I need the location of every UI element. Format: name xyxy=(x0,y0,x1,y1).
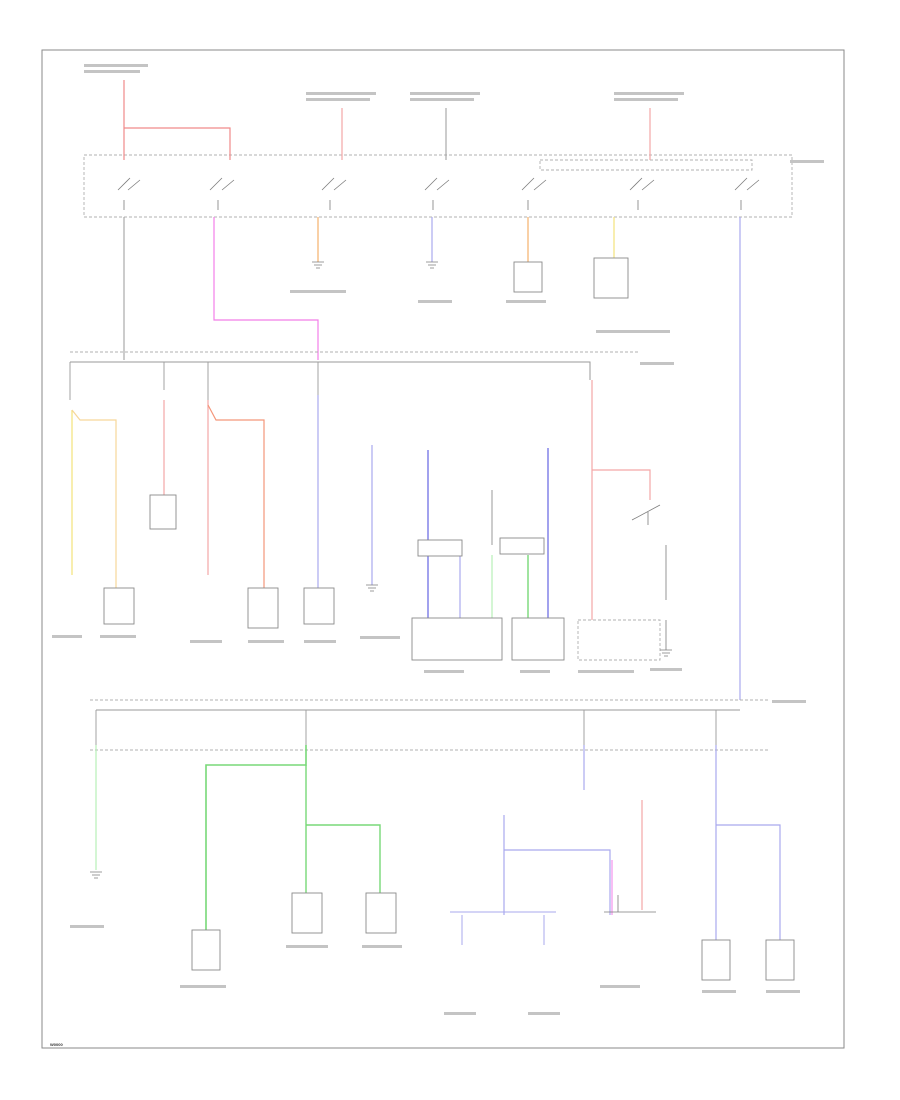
component-box-6 xyxy=(303,587,335,625)
component-box-1 xyxy=(513,261,543,293)
component-box-11 xyxy=(765,939,795,981)
wire-lavender-bottom-4 xyxy=(450,911,556,945)
component-box-7 xyxy=(191,929,221,971)
ignition-switch-inner-box xyxy=(539,159,753,171)
switch-symbol-right xyxy=(631,504,667,650)
fuse-panel-bus-bar xyxy=(70,361,591,380)
component-box-8 xyxy=(291,892,323,934)
ground-symbol-2 xyxy=(426,261,438,269)
battery-feed-wire-red xyxy=(123,80,231,160)
ignition-switch-box xyxy=(83,154,793,218)
component-box-9 xyxy=(365,892,397,934)
ground-symbol-1 xyxy=(312,261,324,269)
component-box-2 xyxy=(593,257,629,299)
ground-symbol-5 xyxy=(90,871,102,879)
ground-symbol-3 xyxy=(366,584,378,592)
component-box-10 xyxy=(701,939,731,981)
ignition-switch-contacts xyxy=(117,177,760,210)
wire-light-red-long xyxy=(591,380,651,620)
component-box-4 xyxy=(103,587,135,625)
relay-symbol-bottom xyxy=(604,895,656,913)
diagram-frame xyxy=(41,49,845,1049)
module-box-2 xyxy=(511,617,565,661)
switch-output-pink xyxy=(213,217,319,360)
relay-box-1 xyxy=(417,539,463,557)
page-code: W0000 xyxy=(50,1042,63,1047)
wire-cream xyxy=(71,409,117,590)
relay-box-2 xyxy=(499,537,545,555)
component-box-5 xyxy=(247,587,279,629)
wire-green-bottom xyxy=(205,745,307,930)
ground-symbol-4 xyxy=(660,649,672,657)
module-box-1 xyxy=(411,617,503,661)
wire-lavender-bottom-2 xyxy=(503,815,611,915)
tiny-callout-labels xyxy=(52,64,824,1015)
fuse-panel-bus-left xyxy=(69,362,319,400)
wire-salmon xyxy=(207,404,265,590)
module-box-3 xyxy=(577,619,661,661)
wire-lavender-bottom-3 xyxy=(715,745,781,940)
bottom-fuse-panel-bus xyxy=(95,709,740,745)
bottom-fuse-panel-dashed xyxy=(90,699,770,751)
wire-green-branch xyxy=(305,765,381,895)
component-box-3 xyxy=(149,494,177,530)
